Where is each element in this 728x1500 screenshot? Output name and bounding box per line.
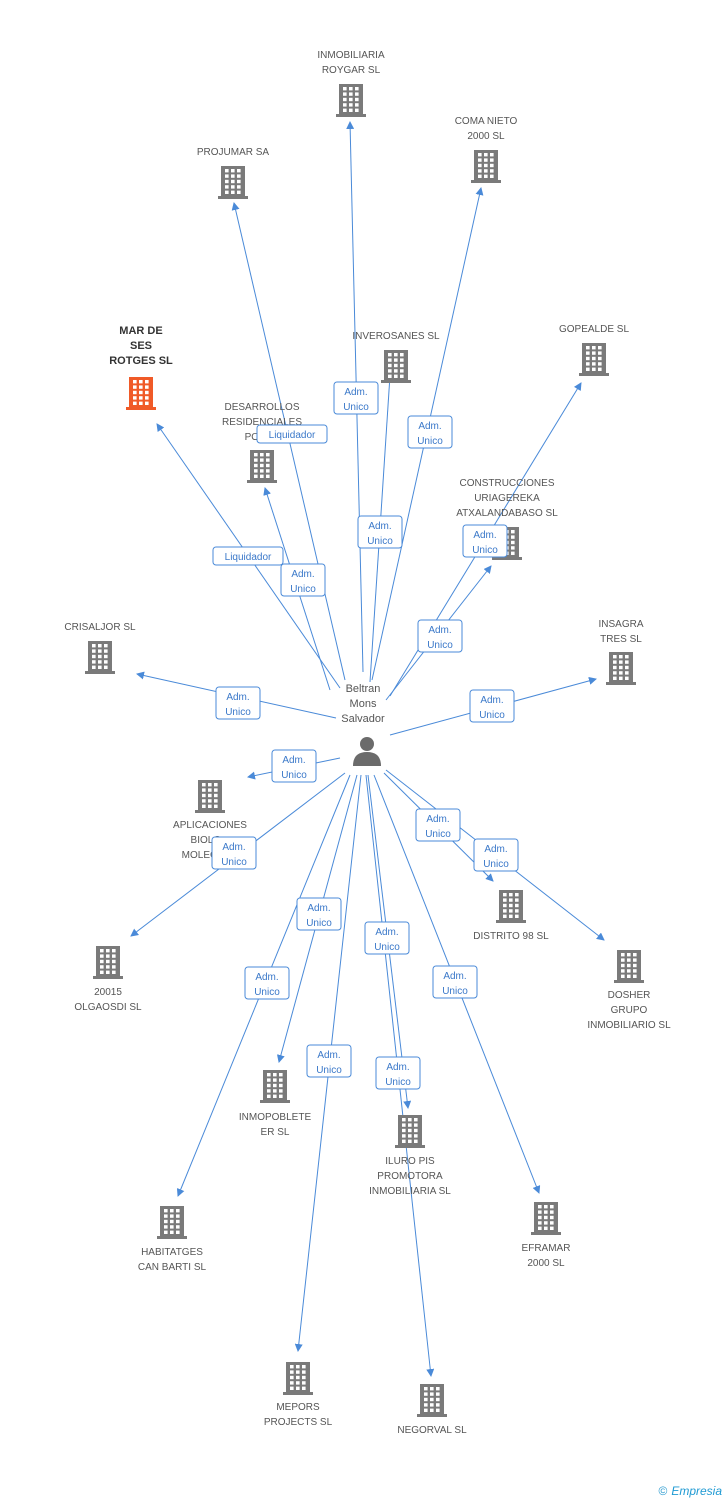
- building-icon-iluro-pis[interactable]: [395, 1115, 425, 1148]
- company-label-projumar[interactable]: PROJUMAR SA: [197, 147, 270, 158]
- building-icon-habitatges-can-barti[interactable]: [157, 1206, 187, 1239]
- role-badge-20015-olgaosdi[interactable]: Adm.Unico: [211, 836, 257, 870]
- role-badge-desarrollos-residenciales[interactable]: Liquidador: [256, 424, 328, 444]
- building-icon-inverosanes[interactable]: [381, 350, 411, 383]
- company-label-distrito-98[interactable]: DISTRITO 98 SL: [473, 931, 549, 942]
- role-text-gopealde: Adm.Unico: [472, 530, 498, 556]
- building-icon-projumar[interactable]: [218, 166, 248, 199]
- role-text-coma-nieto: Adm.Unico: [417, 421, 443, 447]
- role-text-inmopobleteer: Adm.Unico: [306, 903, 332, 929]
- brand-logo-text: Empresia: [671, 1484, 722, 1498]
- building-icon-mepors-projects[interactable]: [283, 1362, 313, 1395]
- role-badge-inmopobleteer[interactable]: Adm.Unico: [296, 897, 342, 931]
- role-text-iluro-pis: Adm.Unico: [374, 927, 400, 953]
- role-badge-projumar[interactable]: Adm.Unico: [280, 563, 326, 597]
- person-icon: [353, 737, 381, 766]
- role-text-20015-olgaosdi: Adm.Unico: [221, 842, 247, 868]
- role-text-construcciones-uriagereka: Adm.Unico: [427, 625, 453, 651]
- role-text-aplicaciones-biolo: Adm.Unico: [281, 755, 307, 781]
- role-text-insagra-tres: Adm.Unico: [479, 695, 505, 721]
- role-badge-coma-nieto[interactable]: Adm.Unico: [407, 415, 453, 449]
- company-label-inverosanes[interactable]: INVEROSANES SL: [352, 331, 440, 342]
- role-text-negorval: Adm.Unico: [385, 1062, 411, 1088]
- building-icon-20015-olgaosdi[interactable]: [93, 946, 123, 979]
- building-icon-aplicaciones-biolo[interactable]: [195, 780, 225, 813]
- role-text-distrito-98: Adm.Unico: [425, 814, 451, 840]
- role-text-inverosanes: Adm.Unico: [367, 521, 393, 547]
- building-icon-desarrollos-residenciales[interactable]: [247, 450, 277, 483]
- company-label-crisaljor[interactable]: CRISALJOR SL: [64, 622, 136, 633]
- building-icon-inmopobleteer[interactable]: [260, 1070, 290, 1103]
- company-label-gopealde[interactable]: GOPEALDE SL: [559, 324, 629, 335]
- role-badge-dosher-grupo[interactable]: Adm.Unico: [473, 838, 519, 872]
- role-badge-negorval[interactable]: Adm.Unico: [375, 1056, 421, 1090]
- role-badge-mar-de-ses-rotges[interactable]: Liquidador: [212, 546, 284, 566]
- role-badge-mepors-projects[interactable]: Adm.Unico: [306, 1044, 352, 1078]
- role-badge-gopealde[interactable]: Adm.Unico: [462, 524, 508, 558]
- role-text-projumar: Adm.Unico: [290, 569, 316, 595]
- building-icon-eframar-2000[interactable]: [531, 1202, 561, 1235]
- role-badge-inverosanes[interactable]: Adm.Unico: [357, 515, 403, 549]
- role-text-eframar-2000: Adm.Unico: [442, 971, 468, 997]
- role-badge-iluro-pis[interactable]: Adm.Unico: [364, 921, 410, 955]
- role-badge-habitatges-can-barti[interactable]: Adm.Unico: [244, 966, 290, 1000]
- building-icon-distrito-98[interactable]: [496, 890, 526, 923]
- building-icon-negorval[interactable]: [417, 1384, 447, 1417]
- building-icon-dosher-grupo[interactable]: [614, 950, 644, 983]
- role-badge-distrito-98[interactable]: Adm.Unico: [415, 808, 461, 842]
- role-badge-insagra-tres[interactable]: Adm.Unico: [469, 689, 515, 723]
- role-badge-inmobiliaria-roygar[interactable]: Adm.Unico: [333, 381, 379, 415]
- role-text-crisaljor: Adm.Unico: [225, 692, 251, 718]
- role-badge-eframar-2000[interactable]: Adm.Unico: [432, 965, 478, 999]
- building-icon-gopealde[interactable]: [579, 343, 609, 376]
- role-text-inmobiliaria-roygar: Adm.Unico: [343, 387, 369, 413]
- building-icon-insagra-tres[interactable]: [606, 652, 636, 685]
- role-badge-aplicaciones-biolo[interactable]: Adm.Unico: [271, 749, 317, 783]
- role-text-dosher-grupo: Adm.Unico: [483, 844, 509, 870]
- building-icon-crisaljor[interactable]: [85, 641, 115, 674]
- company-label-negorval[interactable]: NEGORVAL SL: [397, 1425, 467, 1436]
- building-icon-mar-de-ses-rotges[interactable]: [126, 377, 156, 410]
- building-icon-coma-nieto[interactable]: [471, 150, 501, 183]
- role-text-mar-de-ses-rotges: Liquidador: [225, 552, 272, 563]
- copyright-symbol: ©: [658, 1484, 668, 1498]
- footer-brand[interactable]: ©Empresia: [658, 1484, 722, 1498]
- role-badge-crisaljor[interactable]: Adm.Unico: [215, 686, 261, 720]
- role-text-mepors-projects: Adm.Unico: [316, 1050, 342, 1076]
- role-text-habitatges-can-barti: Adm.Unico: [254, 972, 280, 998]
- role-badge-construcciones-uriagereka[interactable]: Adm.Unico: [417, 619, 463, 653]
- role-text-desarrollos-residenciales: Liquidador: [269, 430, 316, 441]
- building-icon-inmobiliaria-roygar[interactable]: [336, 84, 366, 117]
